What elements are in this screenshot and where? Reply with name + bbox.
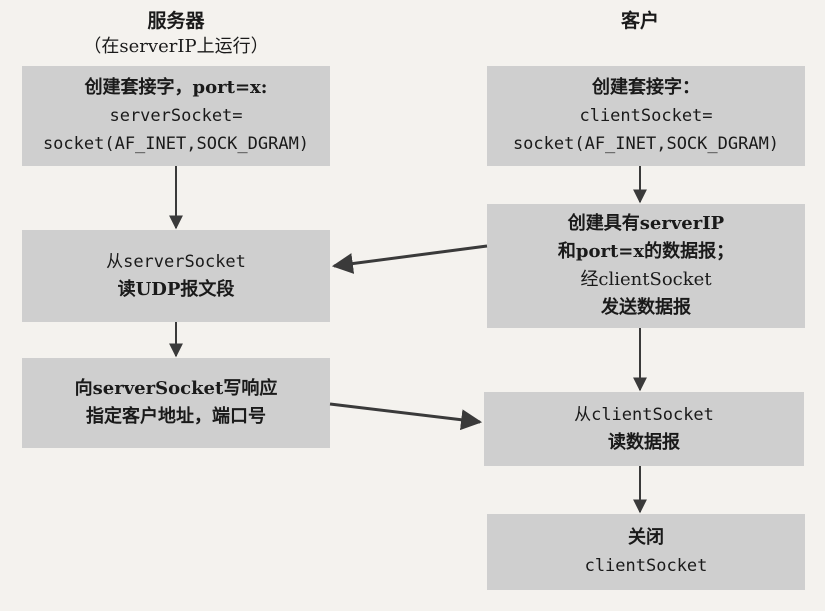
client-close-box: 关闭 clientSocket xyxy=(487,514,805,590)
client-box1-line3: socket(AF_INET,SOCK_DGRAM) xyxy=(512,134,780,154)
server-box2-line1: 从serverSocket xyxy=(106,252,246,272)
client-box1-line1: 创建套接字： xyxy=(592,77,700,98)
server-subtitle: （在serverIP上运行） xyxy=(83,36,269,57)
client-box2-line4: 发送数据报 xyxy=(601,297,691,318)
server-box3-line1: 向serverSocket写响应 xyxy=(74,378,278,399)
server-box1-line1: 创建套接字，port=x: xyxy=(84,77,268,98)
client-create-socket-box: 创建套接字： clientSocket= socket(AF_INET,SOCK… xyxy=(487,66,805,166)
server-read-box: 从serverSocket 读UDP报文段 xyxy=(22,230,330,322)
server-box2-line2: 读UDP报文段 xyxy=(117,279,235,300)
client-box2-line2: 和port=x的数据报； xyxy=(557,241,735,262)
server-create-socket-box: 创建套接字，port=x: serverSocket= socket(AF_IN… xyxy=(22,66,330,166)
client-box4-line1: 关闭 xyxy=(628,527,664,548)
server-write-box: 向serverSocket写响应 指定客户地址，端口号 xyxy=(22,358,330,448)
arrow-server-write-to-client-read xyxy=(329,402,483,431)
client-box1-line2: clientSocket= xyxy=(579,106,713,126)
server-title: 服务器 xyxy=(147,10,205,32)
client-box2-line3: 经clientSocket xyxy=(580,269,712,290)
client-box3-line2: 读数据报 xyxy=(608,432,680,453)
client-title: 客户 xyxy=(620,10,659,32)
client-send-box: 创建具有serverIP 和port=x的数据报； 经clientSocket … xyxy=(487,204,805,328)
server-box1-line2: serverSocket= xyxy=(109,106,243,126)
server-box3-line2: 指定客户地址，端口号 xyxy=(86,406,266,427)
server-box1-line3: socket(AF_INET,SOCK_DGRAM) xyxy=(42,134,310,154)
client-box4-line2: clientSocket xyxy=(584,556,708,576)
client-box2-line1: 创建具有serverIP xyxy=(567,213,725,234)
client-box3-line1: 从clientSocket xyxy=(574,405,714,425)
client-read-box: 从clientSocket 读数据报 xyxy=(484,392,804,466)
arrow-client-send-to-server-read xyxy=(331,244,488,274)
